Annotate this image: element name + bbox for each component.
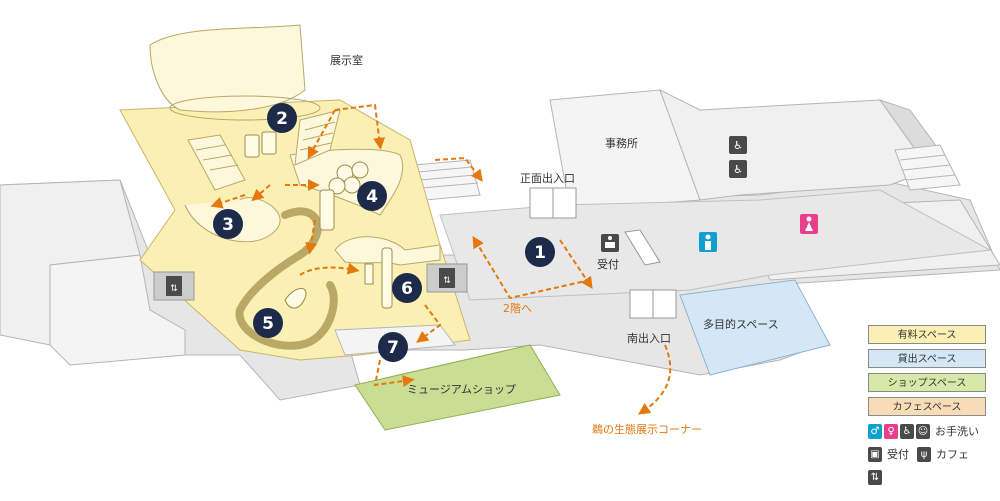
female-toilet-icon [800, 214, 818, 234]
reception-counter [624, 229, 661, 266]
baby-care-icon: ♿ [729, 136, 747, 154]
svg-text:2: 2 [276, 109, 288, 129]
legend-cafe-area: カフェスペース [868, 397, 986, 416]
svg-text:7: 7 [387, 338, 399, 358]
legend-reception-cafe-row: ▣ 受付 ψ カフェ [868, 444, 996, 464]
svg-text:♿: ♿ [733, 163, 743, 176]
route-marker-7[interactable]: 7 [378, 332, 408, 362]
male-toilet-icon: ♂ [868, 423, 882, 439]
office-label: 事務所 [605, 136, 638, 150]
museum-shop-label: ミュージアムショップ [407, 383, 516, 396]
legend-paid-area: 有料スペース [868, 325, 986, 344]
museum-shop[interactable] [354, 344, 561, 431]
cafe-icon: ψ [917, 446, 931, 462]
main-entrance-label: 正面出入口 [520, 171, 575, 185]
legend-toilet-label: お手洗い [935, 425, 979, 438]
main-entrance-door[interactable] [529, 187, 577, 219]
south-entrance-door[interactable] [629, 289, 677, 319]
map-legend: 有料スペース 貸出スペース ショップスペース カフェスペース ♂ ♀ ♿ ☺ お… [868, 325, 996, 490]
route-marker-2[interactable]: 2 [267, 103, 297, 133]
route-marker-1[interactable]: 1 [525, 237, 555, 267]
route-arrows [210, 103, 672, 415]
accessible-toilet-icon: ♿ [900, 423, 914, 439]
accessible-toilet-icon: ♿ [729, 160, 747, 178]
elevator-icon: ⇅ [426, 263, 468, 293]
female-toilet-icon: ♀ [884, 423, 898, 439]
svg-text:6: 6 [401, 279, 413, 299]
legend-cafe-label: カフェ [936, 448, 969, 461]
route-marker-5[interactable]: 5 [253, 308, 283, 338]
south-entrance-label: 南出入口 [627, 331, 671, 345]
male-toilet-icon [699, 232, 717, 252]
svg-text:3: 3 [222, 215, 234, 235]
legend-toilet-row: ♂ ♀ ♿ ☺ お手洗い [868, 421, 996, 441]
reception-icon: ▣ [868, 446, 882, 462]
route-marker-3[interactable]: 3 [213, 209, 243, 239]
route-marker-6[interactable]: 6 [392, 273, 422, 303]
elevator-icon: ⇅ [868, 469, 882, 485]
svg-text:5: 5 [262, 314, 274, 334]
multipurpose-space-label: 多目的スペース [703, 317, 779, 331]
to-floor2-label[interactable]: 2階へ [503, 301, 532, 315]
paid-exhibition-area [119, 24, 471, 361]
multipurpose-space[interactable] [679, 279, 831, 376]
exhibition-room-label: 展示室 [330, 53, 363, 67]
cormorant-corner-label[interactable]: 鵜の生態展示コーナー [592, 422, 702, 436]
reception-icon [601, 234, 619, 252]
svg-text:⇅: ⇅ [443, 276, 451, 286]
legend-rental-area: 貸出スペース [868, 349, 986, 368]
svg-text:⇅: ⇅ [170, 284, 178, 294]
svg-text:♿: ♿ [733, 139, 743, 152]
legend-elevator-row: ⇅ [868, 467, 996, 487]
reception-label: 受付 [597, 258, 619, 271]
baby-care-icon: ☺ [916, 423, 930, 439]
svg-text:4: 4 [366, 187, 378, 207]
legend-shop-area: ショップスペース [868, 373, 986, 392]
elevator-icon: ⇅ [153, 271, 195, 301]
svg-text:1: 1 [534, 243, 546, 263]
legend-reception-label: 受付 [887, 448, 909, 461]
route-marker-4[interactable]: 4 [357, 181, 387, 211]
